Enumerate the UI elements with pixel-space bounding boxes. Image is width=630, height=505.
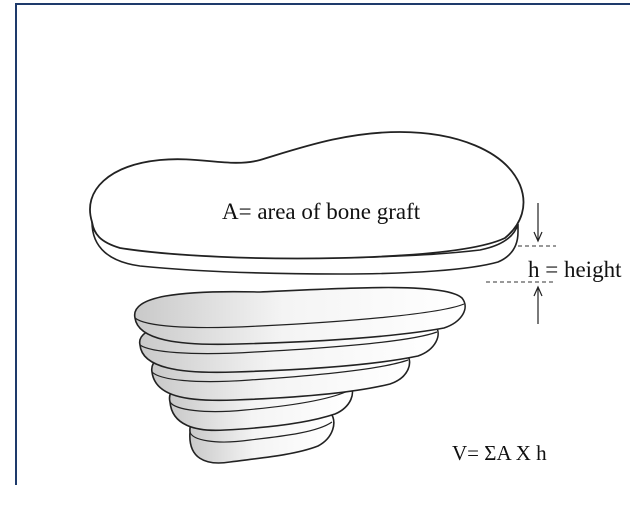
volume-formula: V= ΣA X h xyxy=(452,441,547,465)
graft-top-slice xyxy=(89,131,525,275)
graft-slice-2 xyxy=(134,286,466,346)
frame-left-border xyxy=(15,3,17,485)
frame-top-border xyxy=(15,3,630,5)
height-label: h = height xyxy=(528,257,622,282)
height-indicator xyxy=(486,203,556,324)
area-label: A= area of bone graft xyxy=(222,199,421,224)
